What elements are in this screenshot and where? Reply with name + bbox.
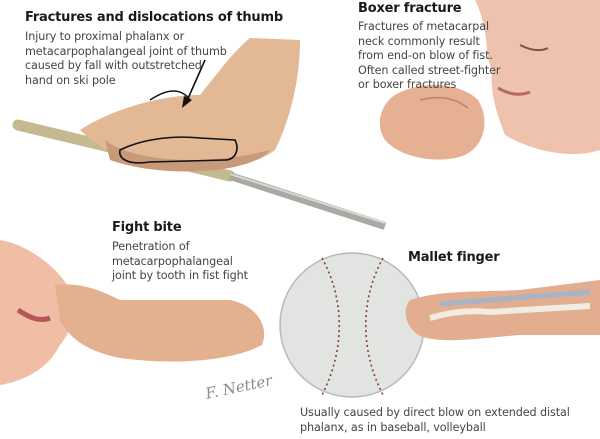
baseball-illustration xyxy=(279,252,425,398)
description-line: metacarpophalangeal xyxy=(112,254,233,268)
description-line: phalanx, as in baseball, volleyball xyxy=(300,420,486,434)
mallet-finger-description: Usually caused by direct blow on extende… xyxy=(300,406,570,435)
description-line: hand on ski pole xyxy=(25,73,116,87)
description-line: Injury to proximal phalanx or xyxy=(25,30,185,43)
description-line: joint by tooth in fist fight xyxy=(112,269,248,283)
thumb-fracture-description: Injury to proximal phalanx or metacarpop… xyxy=(25,30,227,88)
description-line: from end-on blow of fist. xyxy=(358,49,493,63)
boxer-fracture-description: Fractures of metacarpal neck commonly re… xyxy=(358,20,501,93)
description-line: Penetration of xyxy=(112,240,190,253)
hand-on-pole-illustration xyxy=(80,38,300,172)
description-line: Often called street-fighter xyxy=(358,63,501,77)
thumb-fracture-title: Fractures and dislocations of thumb xyxy=(25,10,283,25)
description-line: metacarpophalangeal joint of thumb xyxy=(25,44,227,58)
description-line: Fractures of metacarpal xyxy=(358,20,490,33)
fight-bite-description: Penetration of metacarpophalangeal joint… xyxy=(112,240,248,284)
boxer-fist-illustration xyxy=(379,84,485,160)
description-line: Usually caused by direct blow on extende… xyxy=(300,406,570,419)
boxer-face-illustration xyxy=(475,0,600,155)
fight-bite-title: Fight bite xyxy=(112,220,182,235)
fight-bite-illustration xyxy=(0,240,265,385)
description-line: neck commonly result xyxy=(358,34,480,48)
mallet-finger-illustration xyxy=(405,280,600,341)
description-line: caused by fall with outstretched xyxy=(25,59,202,73)
boxer-fracture-title: Boxer fracture xyxy=(358,1,462,16)
mallet-finger-title: Mallet finger xyxy=(408,250,500,265)
description-line: or boxer fractures xyxy=(358,78,457,92)
